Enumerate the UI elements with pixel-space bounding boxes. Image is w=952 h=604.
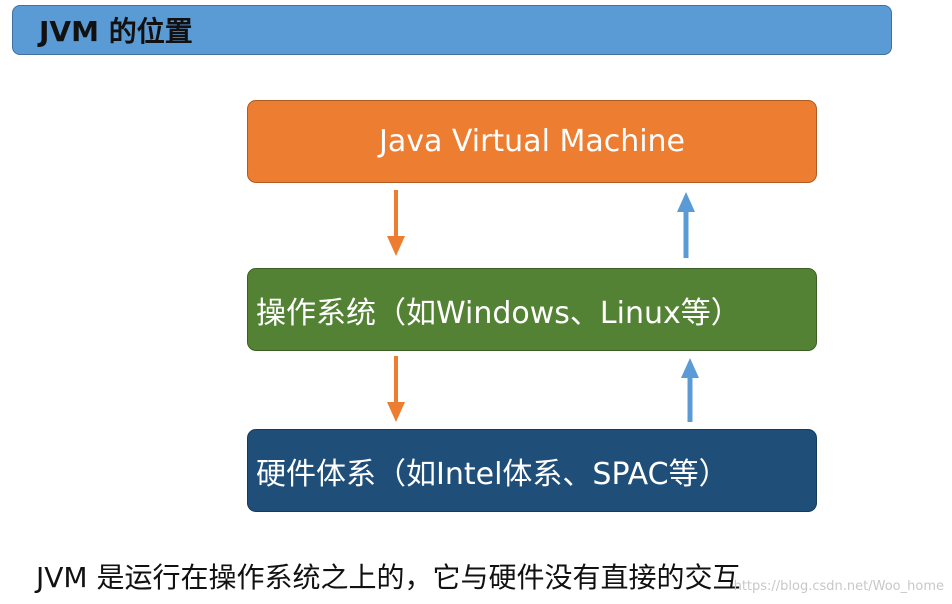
watermark: https://blog.csdn.net/Woo_home [733,579,944,594]
title-bar: JVM 的位置 [12,5,892,55]
hardware-box-label: 硬件体系（如Intel体系、SPAC等） [256,456,729,492]
down-arrow-os-to-hardware [387,356,405,422]
os-box: 操作系统（如Windows、Linux等） [247,268,817,351]
caption: JVM 是运行在操作系统之上的，它与硬件没有直接的交互 [36,561,741,594]
jvm-box: Java Virtual Machine [247,100,817,183]
os-box-label: 操作系统（如Windows、Linux等） [256,295,741,331]
down-arrow-jvm-to-os [387,190,405,256]
jvm-box-label: Java Virtual Machine [378,124,686,159]
up-arrow-hardware-to-os [681,358,699,422]
up-arrow-os-to-jvm [677,192,695,258]
hardware-box: 硬件体系（如Intel体系、SPAC等） [247,429,817,512]
diagram-title: JVM 的位置 [39,15,193,48]
